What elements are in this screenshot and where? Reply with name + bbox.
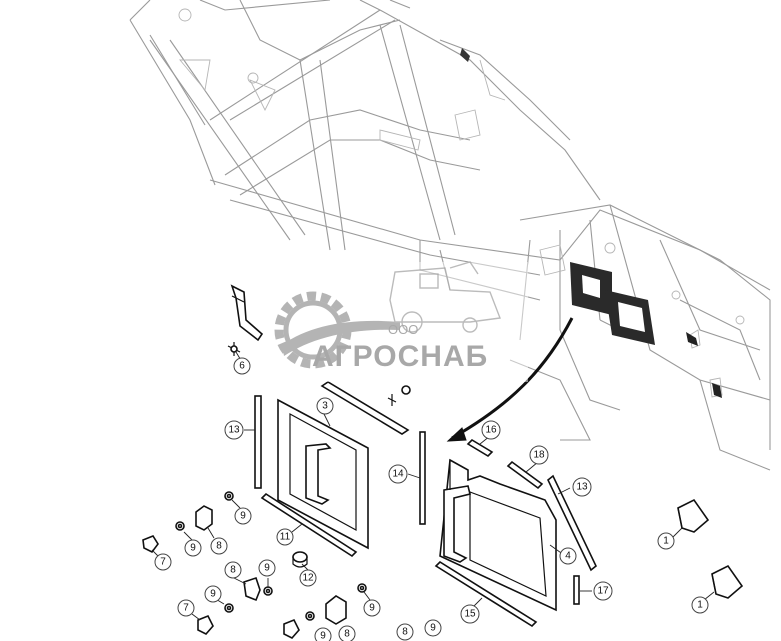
callout-3: 3	[316, 397, 334, 415]
svg-text:7: 7	[160, 557, 166, 568]
exploded-parts	[142, 284, 744, 639]
svg-text:9: 9	[210, 589, 216, 600]
gear-logo-icon	[274, 291, 400, 369]
svg-text:9: 9	[369, 603, 375, 614]
callout-7b: 7	[177, 599, 195, 617]
svg-text:6: 6	[239, 361, 245, 372]
svg-text:9: 9	[320, 631, 326, 641]
callout-bubbles: 1 1 3 4 6 7 7 8 8 8 8 9 9 9 9 9 9 9 11 1…	[154, 357, 709, 641]
leader-lines	[151, 351, 715, 621]
svg-text:7: 7	[183, 603, 189, 614]
location-arrow	[446, 317, 574, 442]
svg-text:11: 11	[280, 532, 291, 543]
mounting-location-highlight	[570, 262, 655, 345]
svg-text:9: 9	[264, 563, 270, 574]
callout-9c: 9	[258, 559, 276, 577]
callout-9d: 9	[204, 585, 222, 603]
svg-text:15: 15	[464, 609, 476, 620]
callout-17: 17	[593, 581, 613, 601]
callout-9f: 9	[314, 627, 332, 641]
svg-text:17: 17	[597, 586, 609, 597]
svg-text:1: 1	[663, 536, 669, 547]
callout-8d: 8	[396, 623, 414, 641]
svg-text:12: 12	[302, 573, 314, 584]
callout-8a: 8	[210, 537, 228, 555]
callout-13b: 13	[572, 477, 592, 497]
callout-1b: 1	[691, 596, 709, 614]
svg-text:ООО: ООО	[388, 322, 418, 337]
svg-text:3: 3	[322, 401, 328, 412]
harvester-icon	[389, 261, 501, 333]
callout-9e: 9	[363, 599, 381, 617]
svg-text:13: 13	[576, 482, 588, 493]
callout-13a: 13	[224, 420, 244, 440]
svg-text:4: 4	[565, 551, 571, 562]
svg-text:1: 1	[697, 600, 703, 611]
callout-9b: 9	[184, 539, 202, 557]
svg-text:8: 8	[402, 627, 408, 638]
callout-9a: 9	[234, 507, 252, 525]
callout-12: 12	[299, 569, 317, 587]
machine-frame	[129, 0, 771, 471]
svg-text:АГРОСНАБ: АГРОСНАБ	[312, 340, 488, 373]
svg-text:8: 8	[216, 541, 222, 552]
callout-8c: 8	[338, 625, 356, 641]
svg-text:9: 9	[240, 511, 246, 522]
callout-16: 16	[481, 420, 501, 440]
svg-text:16: 16	[485, 425, 497, 436]
callout-11: 11	[276, 528, 294, 546]
svg-text:13: 13	[228, 425, 240, 436]
callout-4: 4	[559, 547, 577, 565]
callout-1a: 1	[657, 532, 675, 550]
svg-text:8: 8	[344, 629, 350, 640]
svg-text:18: 18	[533, 450, 545, 461]
callout-9g: 9	[424, 619, 442, 637]
watermark: ООО АГРОСНАБ	[268, 261, 528, 382]
callout-18: 18	[529, 445, 549, 465]
callout-7a: 7	[154, 553, 172, 571]
svg-text:9: 9	[430, 623, 436, 634]
callout-6: 6	[233, 357, 251, 375]
callout-8b: 8	[224, 561, 242, 579]
svg-text:14: 14	[392, 469, 404, 480]
svg-text:8: 8	[230, 565, 236, 576]
svg-text:9: 9	[190, 543, 196, 554]
callout-15: 15	[460, 604, 480, 624]
callout-14: 14	[388, 464, 408, 484]
